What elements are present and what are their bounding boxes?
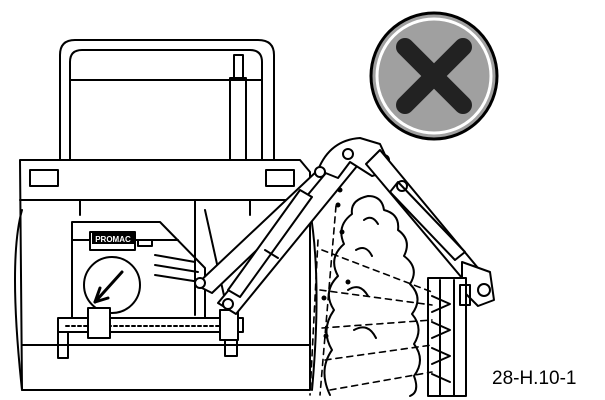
- brand-label: PROMAC: [95, 235, 131, 244]
- reach-dots: [321, 187, 351, 339]
- brand-plate: [92, 233, 134, 244]
- prohibition-symbol: [369, 11, 499, 141]
- hedge: [323, 195, 421, 397]
- x-mark-icon: [396, 38, 472, 114]
- reach-lines: [309, 205, 433, 396]
- hydraulic-arm: [194, 137, 495, 315]
- mower-head: [427, 277, 471, 397]
- tractor-cab: [59, 39, 275, 161]
- rear-wheels: [14, 209, 318, 391]
- figure-reference-code: 28-H.10-1: [492, 368, 577, 389]
- tractor-body: [19, 159, 311, 391]
